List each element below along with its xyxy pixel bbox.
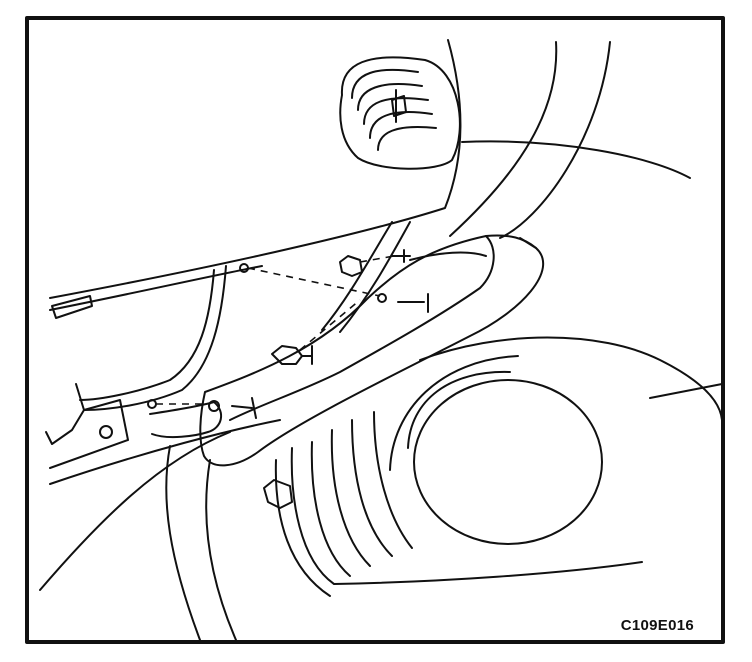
bracket-nut — [99, 425, 113, 439]
quarter-panel — [49, 39, 462, 299]
wheel-house — [290, 447, 643, 585]
body-contour-diagonal — [449, 41, 558, 237]
left-trim-strip — [79, 269, 215, 401]
body-contour-upper — [461, 140, 691, 179]
bottom-screw — [231, 397, 257, 419]
side-clip — [263, 479, 293, 509]
install-line-1 — [247, 267, 381, 297]
figure-code: C109E016 — [620, 617, 694, 634]
air-vent — [339, 56, 461, 170]
upper-screw — [391, 249, 411, 263]
body-contour-mid — [321, 221, 393, 331]
wheel-outer — [413, 379, 603, 545]
quarter-panel-lower-edge — [49, 265, 263, 311]
diagram-frame — [25, 16, 725, 644]
wheel-well-arch — [419, 336, 723, 421]
trim-cover-bracket — [199, 234, 545, 467]
body-contour-mid-2 — [339, 221, 411, 333]
body-contour-diagonal-2 — [499, 41, 611, 239]
upper-clip — [339, 255, 363, 277]
lower-clip — [271, 345, 303, 365]
lower-bracket — [149, 401, 223, 439]
trim-cover-flange — [229, 235, 495, 421]
install-line-4 — [299, 299, 361, 351]
sill-line — [49, 419, 281, 485]
install-line-2 — [359, 255, 395, 263]
middle-screw — [397, 293, 429, 313]
